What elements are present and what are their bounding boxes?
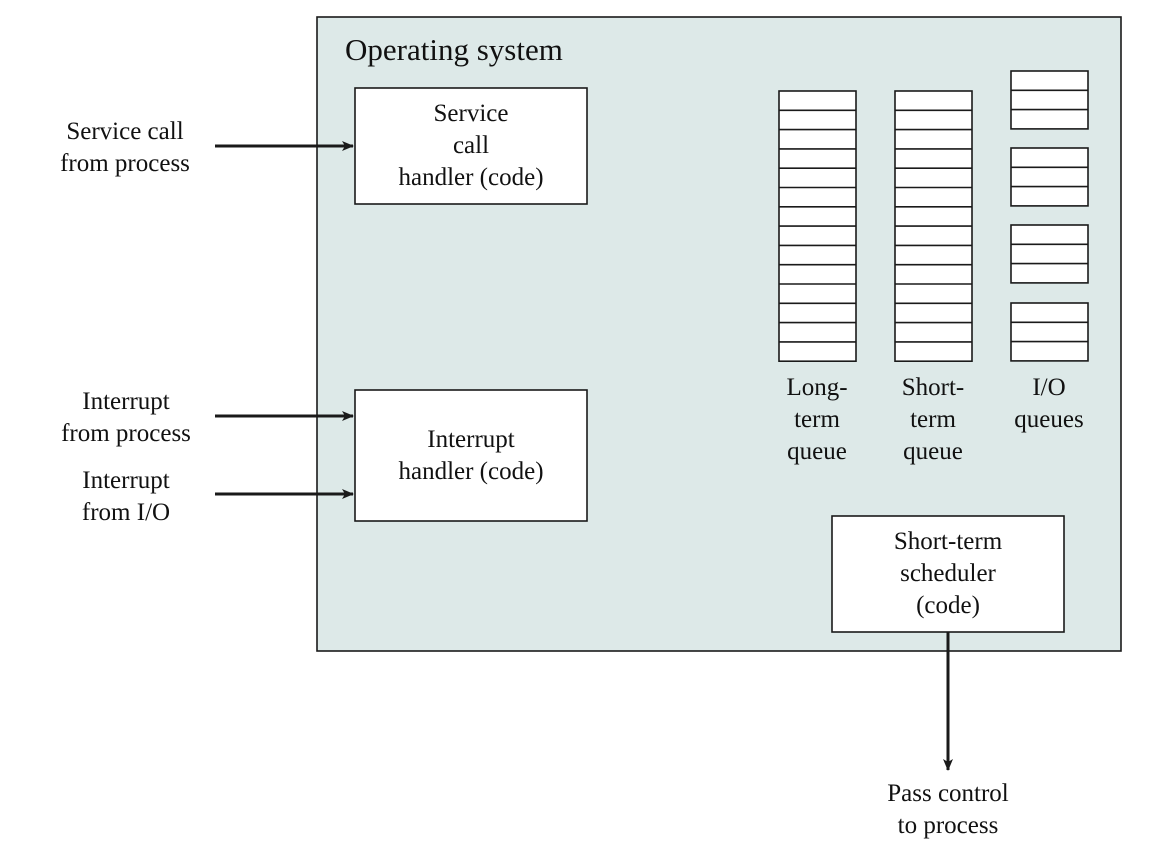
io-queue-4-outline [1010, 302, 1089, 362]
operating-system-title: Operating system [345, 32, 563, 67]
short-term-scheduler-text: Short-term scheduler (code) [893, 528, 1003, 619]
short-term-queue-label: Short- term queue [901, 374, 965, 465]
interrupt-handler-box [354, 389, 588, 522]
long-term-queue-label: Long- term queue [786, 374, 848, 465]
io-queue-3 [1010, 224, 1089, 284]
io-queue-2 [1010, 147, 1089, 207]
io-queue-2-outline [1010, 147, 1089, 207]
interrupt-handler-text: Interrupt handler (code) [398, 425, 544, 485]
io-queue-1-outline [1010, 70, 1089, 130]
io-queues-label: I/O queues [1014, 374, 1084, 433]
service-call-handler-text: Service call handler (code) [398, 100, 544, 191]
io-queue-4 [1010, 302, 1089, 362]
io-queue-3-outline [1010, 224, 1089, 284]
short-term-scheduler-box [831, 515, 1065, 633]
service-call-handler-box [354, 87, 588, 205]
io-queue-1 [1010, 70, 1089, 130]
short-term-queue [894, 90, 973, 363]
long-term-queue [778, 90, 857, 363]
queues-group [778, 70, 1089, 363]
